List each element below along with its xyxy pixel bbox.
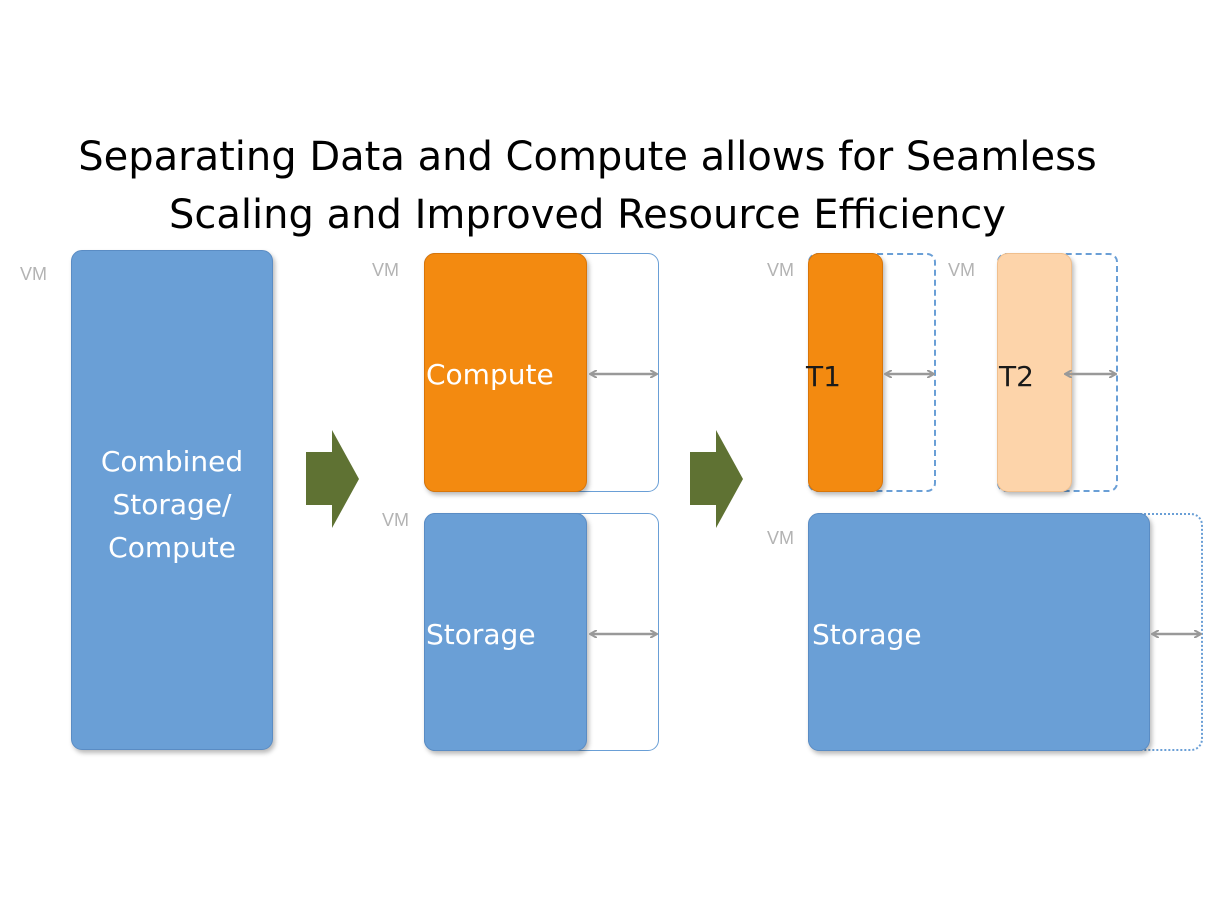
compute-label: Compute xyxy=(426,358,554,391)
combined-storage-compute-box xyxy=(71,250,273,750)
combined-label-line-1: Combined xyxy=(100,445,244,478)
storage-label: Storage xyxy=(426,618,536,651)
vm-label-combined: VM xyxy=(20,264,47,284)
storage-box xyxy=(424,513,587,751)
stage-arrow-icon xyxy=(306,430,359,528)
title-line-1: Separating Data and Compute allows for S… xyxy=(78,134,1097,180)
storage-scaled-box xyxy=(808,513,1150,751)
vm-label-storage-scaled: VM xyxy=(767,528,794,548)
t1-compute-box xyxy=(808,253,883,492)
vm-label-t1: VM xyxy=(767,260,794,280)
combined-label-line-3: Compute xyxy=(108,531,236,564)
title-line-2: Scaling and Improved Resource Efficiency xyxy=(169,192,1006,238)
compute-box xyxy=(424,253,587,492)
combined-label-line-2: Storage/ xyxy=(112,488,232,521)
vm-label-storage: VM xyxy=(382,510,409,530)
combined-label: Combined Storage/ Compute xyxy=(71,440,273,569)
vm-label-t2: VM xyxy=(948,260,975,280)
t2-label: T2 xyxy=(999,360,1034,393)
vm-label-compute: VM xyxy=(372,260,399,280)
storage-scaled-label: Storage xyxy=(812,618,922,651)
t1-label: T1 xyxy=(806,360,841,393)
stage-arrow-icon xyxy=(690,430,743,528)
diagram-title: Separating Data and Compute allows for S… xyxy=(0,128,1175,244)
t2-compute-box xyxy=(997,253,1072,492)
